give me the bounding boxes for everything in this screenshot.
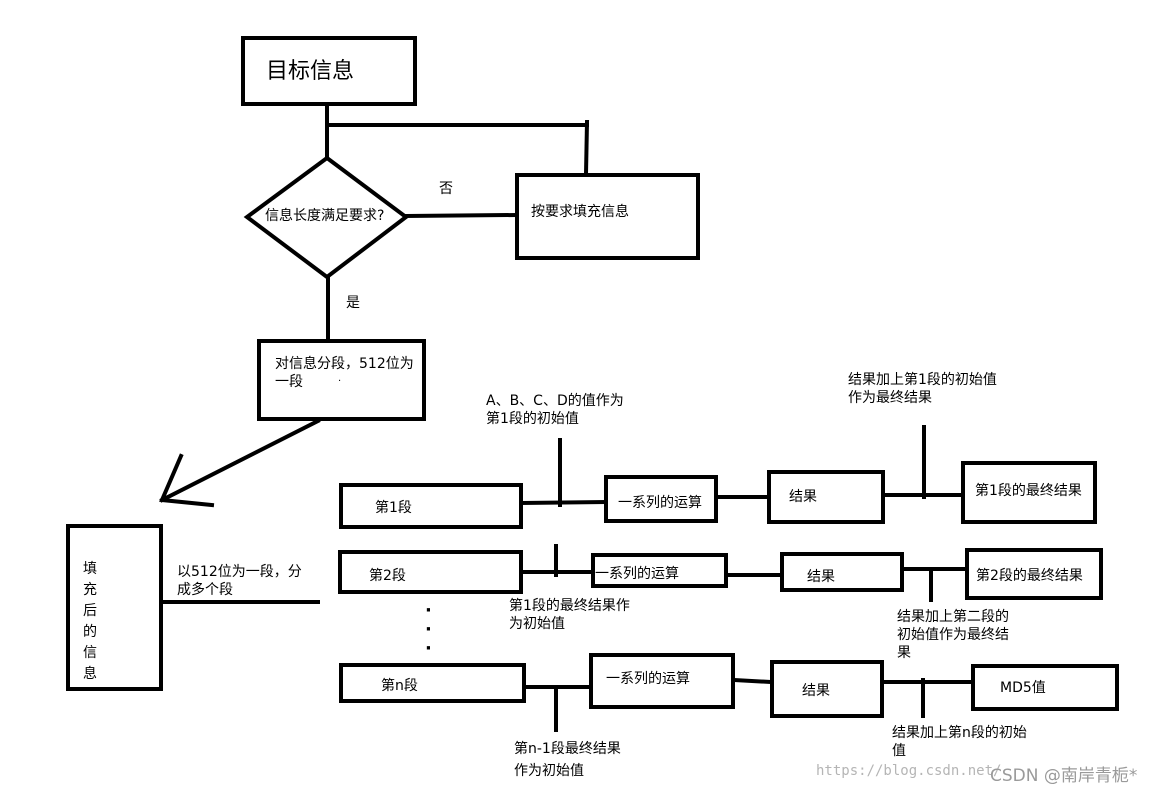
seg1-final-label: 第1段的最终结果 (975, 483, 1082, 499)
seg2-label: 第2段 (369, 568, 406, 584)
split-note: 以512位为一段，分成多个段 (177, 564, 302, 598)
fill-info-label: 按要求填充信息 (531, 204, 629, 220)
seg1-label: 第1段 (375, 500, 412, 516)
row1-seg-to-ops (519, 499, 608, 506)
row2-ops-box (591, 553, 728, 588)
row1-result-label: 结果 (789, 489, 817, 505)
yes-label: 是 (346, 295, 360, 311)
row2-result-box (780, 552, 904, 592)
split-info-box (257, 339, 426, 421)
fill-info-box (515, 173, 700, 260)
split-info-label: 对信息分段，512位为一段 (275, 356, 414, 390)
note-seg1-init: 第1段的最终结果作为初始值 (509, 598, 630, 632)
ellipsis-dot-3: · (425, 638, 432, 659)
ellipsis-dot-1: · (425, 600, 432, 621)
arrow-shaft (159, 418, 321, 503)
decision-label: 信息长度满足要求? (265, 208, 385, 224)
filled-info-label: 填充后的信息 (83, 561, 97, 682)
no-label: 否 (439, 181, 453, 197)
watermark-url: https://blog.csdn.net/ (816, 763, 1002, 779)
split-info-mark: · (338, 376, 342, 387)
target-info-box (241, 36, 417, 106)
note-add1: 结果加上第1段的初始值作为最终结果 (848, 372, 997, 406)
seg1-box (339, 483, 523, 529)
seg2-box (338, 550, 523, 594)
segn-box (339, 663, 526, 703)
row2-ops-label: 一系列的运算 (595, 566, 679, 582)
target-info-label: 目标信息 (266, 59, 355, 84)
md5-box (971, 664, 1119, 711)
note-addn: 结果加上第n段的初始值 (892, 725, 1027, 759)
seg2-final-box (965, 548, 1103, 600)
rown-result-label: 结果 (802, 683, 830, 699)
row1-result-box (767, 470, 885, 524)
segn-label: 第n段 (381, 678, 418, 694)
row2-result-label: 结果 (807, 569, 835, 585)
watermark-brand: CSDN @南岸青栀* (990, 766, 1138, 786)
filled-info-box (66, 524, 163, 691)
line-loop-down (583, 119, 590, 177)
rown-ops-box (589, 653, 735, 709)
row1-ops-box (604, 475, 718, 523)
seg1-final-box (961, 461, 1097, 524)
note-add2: 结果加上第二段的初始值作为最终结果 (897, 609, 1009, 661)
row1-ops-label: 一系列的运算 (618, 495, 702, 511)
note-abcd: A、B、C、D的值作为第1段的初始值 (486, 393, 624, 427)
rown-result-box (770, 660, 884, 718)
rown-ops-label: 一系列的运算 (606, 671, 690, 687)
arrow-head (159, 453, 215, 508)
seg2-final-label: 第2段的最终结果 (976, 568, 1083, 584)
line-no-branch (403, 212, 518, 219)
note-segn1: 第n-1段最终结果作为初始值 (514, 741, 621, 779)
ellipsis-dot-2: · (425, 619, 432, 640)
rown-ops-to-result (731, 677, 774, 685)
md5-label: MD5值 (1000, 680, 1046, 696)
